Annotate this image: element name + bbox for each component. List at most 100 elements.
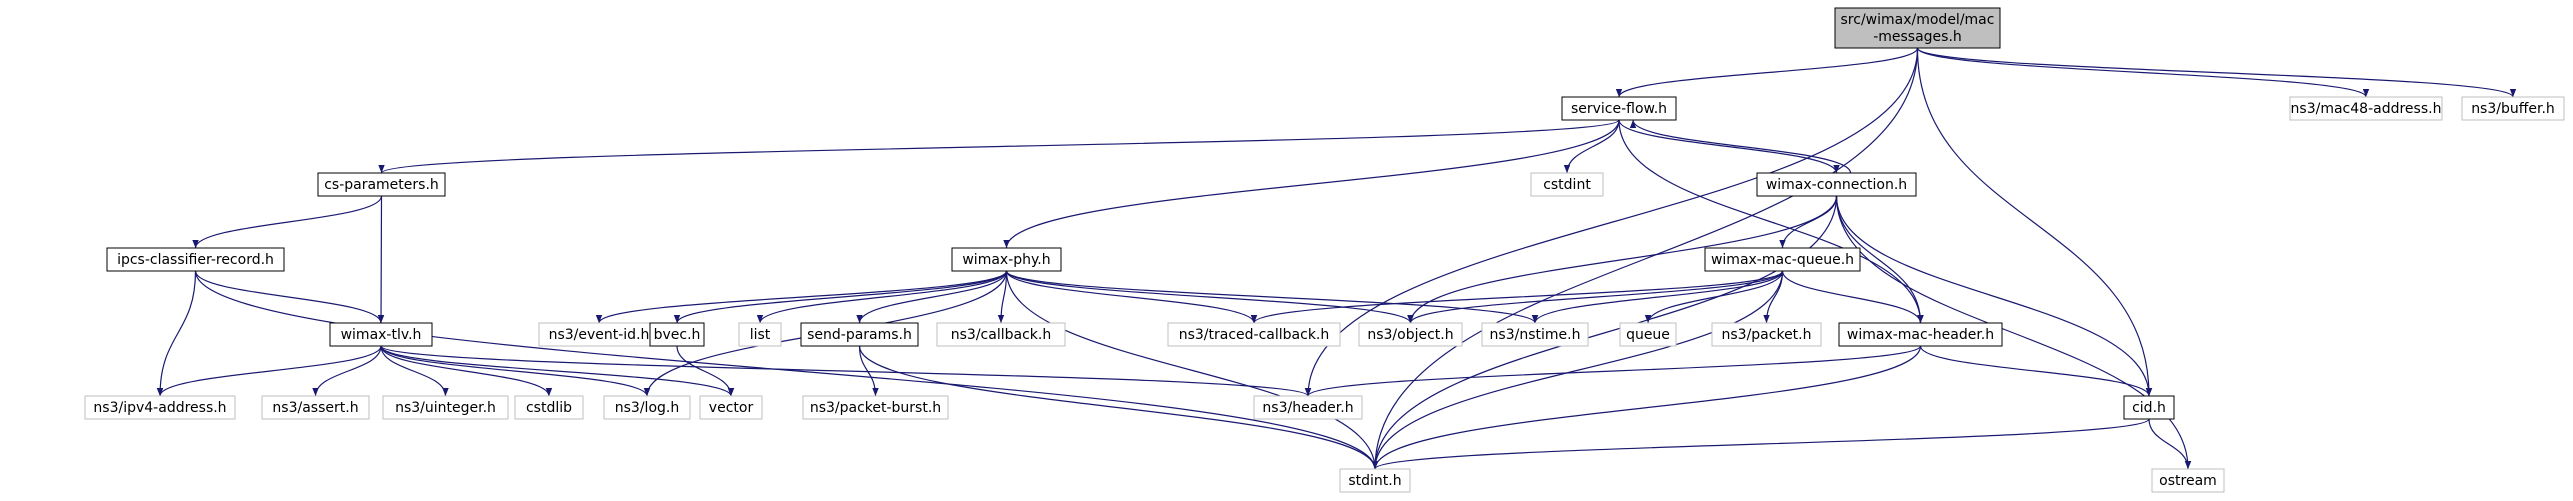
edges-layer: [156, 47, 2517, 470]
edge-cid-to-ostream: [2148, 418, 2192, 470]
node-cstdint[interactable]: cstdint: [1530, 172, 1604, 197]
node-packet-burst[interactable]: ns3/packet-burst.h: [802, 395, 949, 420]
node-ostream[interactable]: ostream: [2151, 468, 2225, 493]
node-label: vector: [709, 400, 754, 416]
node-label: ns3/mac48-address.h: [2291, 101, 2442, 117]
edge-tlv-to-ipv4: [156, 345, 382, 397]
node-nstime[interactable]: ns3/nstime.h: [1481, 322, 1589, 347]
node-stdint[interactable]: stdint.h: [1339, 468, 1411, 493]
node-box: [261, 395, 370, 420]
node-box: [514, 395, 584, 420]
node-label: ns3/nstime.h: [1490, 327, 1581, 343]
node-label: wimax-phy.h: [962, 252, 1050, 268]
node-uinteger[interactable]: ns3/uinteger.h: [382, 395, 509, 420]
node-cid[interactable]: cid.h: [2123, 395, 2175, 420]
edge-service_flow-to-cstdint: [1563, 119, 1620, 174]
node-traced-cb[interactable]: ns3/traced-callback.h: [1167, 322, 1341, 347]
edge-send_params-to-stdint: [858, 345, 1379, 470]
node-label: -messages.h: [1873, 29, 1962, 45]
node-box: [2151, 468, 2225, 493]
node-cstdlib[interactable]: cstdlib: [514, 395, 584, 420]
node-label: wimax-mac-header.h: [1847, 327, 1994, 343]
edge-cs_params-to-ipcs: [192, 195, 383, 249]
node-label: bvec.h: [654, 327, 701, 343]
node-label: src/wimax/model/mac: [1841, 12, 1995, 28]
node-mac-queue[interactable]: wimax-mac-queue.h: [1704, 247, 1861, 272]
edge-tlv-to-log: [380, 345, 651, 397]
edge-ipcs-to-stdint: [194, 270, 1379, 470]
node-label: ns3/assert.h: [272, 400, 358, 416]
node-box: [1756, 172, 1917, 197]
node-event-id[interactable]: ns3/event-id.h: [538, 322, 660, 347]
node-queue[interactable]: queue: [1619, 322, 1677, 347]
node-vector[interactable]: vector: [699, 395, 763, 420]
node-box: [382, 395, 509, 420]
edge-mac_header-to-header: [1304, 345, 1922, 397]
edge-mac_queue-to-queue: [1644, 270, 1784, 324]
edge-root-to-mac48: [1916, 47, 2370, 98]
edge-root-to-service_flow: [1615, 47, 1919, 98]
edge-cs_params-to-tlv: [377, 195, 385, 324]
node-callback[interactable]: ns3/callback.h: [936, 322, 1066, 347]
edge-tlv-to-uinteger: [380, 345, 449, 397]
node-bvec[interactable]: bvec.h: [649, 322, 705, 347]
node-service-flow[interactable]: service-flow.h: [1561, 96, 1677, 121]
node-wimax-conn[interactable]: wimax-connection.h: [1756, 172, 1917, 197]
edge-mac_header-to-cid: [1919, 345, 2153, 397]
node-buffer[interactable]: ns3/buffer.h: [2461, 96, 2565, 121]
node-root[interactable]: src/wimax/model/mac-messages.h: [1834, 7, 2001, 49]
edge-wimax_phy-to-traced_cb: [1005, 270, 1258, 324]
node-assert[interactable]: ns3/assert.h: [261, 395, 370, 420]
node-label: service-flow.h: [1571, 101, 1667, 117]
edge-wimax_phy-to-list: [756, 270, 1008, 324]
edge-wimax_conn-to-object: [1407, 195, 1838, 324]
node-box: [1339, 468, 1411, 493]
edge-bvec-to-vector: [676, 345, 735, 397]
node-cs-params[interactable]: cs-parameters.h: [317, 172, 446, 197]
node-box: [2123, 395, 2175, 420]
node-label: send-params.h: [807, 327, 912, 343]
node-label: ns3/traced-callback.h: [1179, 327, 1330, 343]
node-label: list: [750, 327, 771, 343]
node-label: queue: [1626, 327, 1670, 343]
edge-root-to-stdint: [1371, 47, 1919, 470]
node-label: ipcs-classifier-record.h: [117, 252, 274, 268]
node-list[interactable]: list: [738, 322, 782, 347]
edge-wimax_phy-to-stdint: [1005, 270, 1379, 470]
node-label: wimax-tlv.h: [341, 327, 422, 343]
node-log[interactable]: ns3/log.h: [603, 395, 691, 420]
edge-mac_queue-to-object: [1407, 270, 1784, 324]
node-label: stdint.h: [1348, 473, 1401, 489]
node-tlv[interactable]: wimax-tlv.h: [329, 322, 433, 347]
node-packet[interactable]: ns3/packet.h: [1711, 322, 1822, 347]
node-box: [317, 172, 446, 197]
node-ipv4[interactable]: ns3/ipv4-address.h: [84, 395, 236, 420]
edge-tlv-to-header: [380, 345, 1311, 397]
node-box: [1481, 322, 1589, 347]
edge-wimax_phy-to-object: [1005, 270, 1414, 324]
edge-tlv-to-assert: [312, 345, 382, 397]
edge-tlv-to-cstdlib: [380, 345, 553, 397]
node-label: cs-parameters.h: [324, 177, 439, 193]
node-box: [649, 322, 705, 347]
edge-wimax_phy-to-bvec: [673, 270, 1008, 324]
node-box: [603, 395, 691, 420]
node-label: ns3/log.h: [615, 400, 679, 416]
edge-tlv-to-vector: [380, 345, 735, 397]
node-label: ns3/header.h: [1262, 400, 1353, 416]
node-label: wimax-mac-queue.h: [1711, 252, 1854, 268]
node-header[interactable]: ns3/header.h: [1253, 395, 1363, 420]
edge-service_flow-to-wimax_conn: [1618, 119, 1840, 174]
edge-root-to-buffer: [1916, 47, 2517, 98]
edge-mac_header-to-stdint: [1371, 345, 1922, 470]
node-wimax-phy[interactable]: wimax-phy.h: [951, 247, 1062, 272]
node-mac48[interactable]: ns3/mac48-address.h: [2289, 96, 2443, 121]
node-box: [106, 247, 285, 272]
node-send-params[interactable]: send-params.h: [800, 322, 919, 347]
node-label: ns3/buffer.h: [2471, 101, 2555, 117]
node-mac-header[interactable]: wimax-mac-header.h: [1838, 322, 2003, 347]
node-label: ns3/packet-burst.h: [810, 400, 941, 416]
node-ipcs[interactable]: ipcs-classifier-record.h: [106, 247, 285, 272]
node-box: [738, 322, 782, 347]
node-object[interactable]: ns3/object.h: [1358, 322, 1463, 347]
